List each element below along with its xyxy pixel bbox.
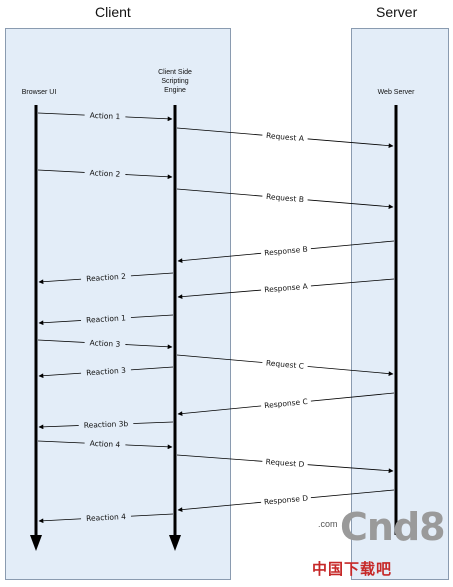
message-label: Action 4 (89, 439, 120, 449)
message-label: Request B (266, 192, 305, 204)
message-label: Request A (266, 131, 305, 143)
message-label-background (80, 364, 132, 378)
message-label: Response B (264, 245, 308, 258)
cnd8-watermark: .com Cnd8 中国下载吧 (310, 505, 446, 579)
server-title: Server (376, 4, 418, 20)
message-label-background (262, 357, 309, 371)
message-label-background (80, 511, 132, 523)
message-label: Reaction 3 (86, 366, 126, 378)
message-label-background (78, 418, 134, 430)
message-label: Action 3 (89, 338, 120, 349)
message-label: Request C (266, 358, 305, 370)
message-label-background (260, 396, 312, 410)
message-label-background (84, 337, 126, 349)
message-label: Request D (265, 457, 304, 469)
message-label-background (260, 243, 312, 258)
engine-label-line-1: Client Side (158, 69, 192, 76)
message-label: Action 2 (89, 168, 120, 179)
message-label-background (80, 270, 132, 284)
message-label-background (80, 312, 132, 325)
browser-ui-lifeline-arrowhead (30, 535, 42, 551)
message-label: Action 1 (89, 111, 120, 121)
message-label: Response C (264, 397, 308, 410)
watermark-chinese-text: 中国下载吧 (312, 560, 393, 578)
engine-label-line-2: Scripting (161, 78, 189, 85)
web-server-label: Web Server (377, 89, 415, 96)
server-region (351, 28, 449, 580)
message-label-background (260, 492, 312, 507)
message-label-background (84, 167, 126, 179)
scripting-engine-lifeline-arrowhead (169, 535, 181, 551)
message-label: Reaction 4 (86, 512, 126, 523)
client-side-scripting-engine-label: Client Side Scripting Engine (142, 68, 208, 95)
browser-ui-label: Browser UI (21, 89, 57, 96)
message-label-background (260, 280, 312, 295)
message-label: Reaction 1 (86, 313, 126, 324)
message-label-background (262, 456, 309, 469)
engine-label-line-3: Engine (164, 87, 186, 94)
message-label-background (84, 110, 126, 121)
message-label: Reaction 2 (86, 272, 126, 284)
message-label: Response D (264, 493, 309, 506)
client-title: Client (95, 4, 131, 20)
watermark-logo: Cnd8 (340, 505, 446, 549)
watermark-dotcom: .com (318, 519, 338, 529)
message-label: Reaction 3b (84, 419, 129, 430)
message-label-background (262, 191, 309, 204)
message-label: Response A (264, 282, 309, 295)
message-label-background (262, 130, 309, 143)
message-label-background (84, 438, 126, 449)
